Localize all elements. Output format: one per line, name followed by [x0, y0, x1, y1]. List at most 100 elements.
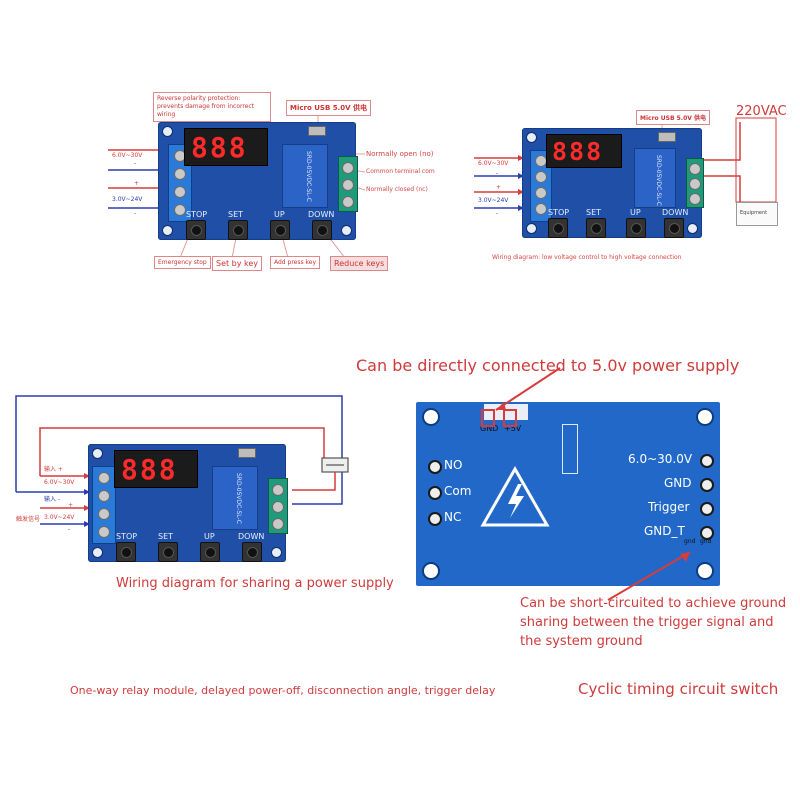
label-voltage-power-2: 6.0V~30V — [478, 160, 509, 167]
label-voltage-trigger-3: 3.0V~24V — [44, 514, 75, 521]
output-terminal-block-2 — [686, 158, 704, 208]
label-voltage-trigger-2: 3.0V~24V — [478, 197, 509, 204]
up-button-3[interactable] — [200, 542, 220, 562]
label-stop: STOP — [186, 210, 208, 219]
label-voltage-range: 6.0~30.0V — [628, 452, 693, 466]
label-no: NO — [444, 458, 463, 472]
note-ground-sharing: Can be short-circuited to achieve ground… — [520, 596, 787, 649]
callout-emergency-stop: Emergency stop — [154, 256, 211, 269]
relay-board-bottom-left: 888 SRD-05VDC-SL-C STOP SET UP DOWN — [88, 444, 288, 562]
led-display: 888 — [184, 128, 268, 166]
label-set-2: SET — [586, 208, 602, 217]
pad-area — [484, 404, 528, 420]
down-button[interactable] — [312, 220, 332, 240]
label-down-3: DOWN — [238, 532, 265, 541]
label-minus-1: - — [134, 160, 137, 167]
label-up-2: UP — [630, 208, 641, 217]
label-trigger: Trigger — [648, 500, 690, 514]
relay-component: SRD-05VDC-SL-C — [282, 144, 328, 208]
pin-gnd-t — [700, 526, 714, 540]
pad-gnd-small-1: gnd — [684, 538, 696, 545]
panel-bottom-right-board: Can be directly connected to 5.0v power … — [356, 340, 800, 660]
high-voltage-warning-icon — [480, 466, 550, 527]
label-220vac: 220VAC — [736, 104, 787, 119]
output-terminal-block — [338, 156, 358, 212]
label-stop-3: STOP — [116, 532, 138, 541]
callout-reverse-polarity: Reverse polarity protection: prevents da… — [153, 92, 271, 122]
label-common-terminal: Common terminal com — [366, 168, 435, 175]
equipment-box: Equipment — [736, 202, 778, 226]
label-input-minus: 输入 - — [44, 496, 61, 503]
relay-board-top-right: 888 SRD-05VDC-SL-C STOP SET UP DOWN — [522, 128, 704, 238]
stop-button[interactable] — [186, 220, 206, 240]
headline-direct-5v: Can be directly connected to 5.0v power … — [356, 356, 740, 375]
pin-nc — [428, 512, 442, 526]
label-voltage-power-3: 6.0V~30V — [44, 479, 75, 486]
pin-com — [428, 486, 442, 500]
label-stop-2: STOP — [548, 208, 570, 217]
led-display-2: 888 — [546, 134, 622, 168]
callout-reduce-key: Reduce keys — [330, 256, 389, 271]
set-button[interactable] — [228, 220, 248, 240]
callout-add-key: Add press key — [270, 256, 321, 269]
input-terminal-block-2 — [530, 150, 552, 222]
label-minus-4: - — [496, 210, 499, 217]
label-up: UP — [274, 210, 285, 219]
label-nc: NC — [444, 510, 462, 524]
stop-button-2[interactable] — [548, 218, 568, 238]
pad-gnd-label: GND — [480, 424, 499, 433]
callout-micro-usb-2: Micro USB 5.0V 供电 — [636, 110, 710, 125]
pad-gnd-small-2: gnd — [700, 538, 712, 545]
micro-usb-port-3 — [238, 448, 256, 458]
label-plus-3: + — [496, 184, 502, 191]
pin-no — [428, 460, 442, 474]
label-set: SET — [228, 210, 244, 219]
label-down: DOWN — [308, 210, 335, 219]
display-digits-2: 888 — [552, 137, 604, 166]
label-minus-2: - — [134, 210, 137, 217]
callout-micro-usb: Micro USB 5.0V 供电 — [286, 100, 371, 116]
board-back-side: GND +5V NO Com NC 6.0~30.0V GND Trigger … — [416, 402, 720, 586]
label-plus-2: + — [134, 180, 140, 187]
label-equipment: Equipment — [740, 210, 768, 216]
label-gnd: GND — [664, 476, 692, 490]
down-button-3[interactable] — [242, 542, 262, 562]
label-com: Com — [444, 484, 472, 498]
caption-shared-power: Wiring diagram for sharing a power suppl… — [116, 576, 394, 591]
label-down-2: DOWN — [662, 208, 689, 217]
label-plus-4: + — [68, 502, 74, 509]
pad-5v-label: +5V — [504, 424, 522, 433]
label-voltage-power: 6.0V~30V — [112, 152, 143, 159]
micro-usb-port-2 — [658, 132, 676, 142]
label-normally-closed: Normally closed (nc) — [366, 186, 428, 193]
down-button-2[interactable] — [664, 218, 684, 238]
pin-gnd — [700, 478, 714, 492]
output-terminal-block-3 — [268, 478, 288, 534]
header-pins — [562, 424, 578, 474]
relay-component-3: SRD-05VDC-SL-C — [212, 466, 258, 530]
led-display-3: 888 — [114, 450, 198, 488]
pin-trigger — [700, 502, 714, 516]
label-voltage-trigger: 3.0V~24V — [112, 196, 143, 203]
display-digits: 888 — [191, 131, 248, 164]
stop-button-3[interactable] — [116, 542, 136, 562]
label-up-3: UP — [204, 532, 215, 541]
input-terminal-block-3 — [92, 466, 116, 544]
callout-set-key: Set by key — [212, 256, 263, 271]
label-gnd-t: GND_T — [644, 524, 685, 538]
set-button-2[interactable] — [586, 218, 606, 238]
relay-component-2: SRD-05VDC-SL-C — [634, 148, 676, 208]
panel-top-right-diagram: Micro USB 5.0V 供电 220VAC Equipment 6.0V~… — [440, 0, 800, 300]
caption-low-to-high: Wiring diagram: low voltage control to h… — [492, 254, 682, 261]
micro-usb-port — [308, 126, 326, 136]
label-set-3: SET — [158, 532, 174, 541]
label-minus-3: - — [496, 170, 499, 177]
label-minus-5: - — [68, 526, 71, 533]
input-terminal-block — [168, 144, 192, 222]
footer-right-title: Cyclic timing circuit switch — [578, 680, 779, 698]
display-digits-3: 888 — [121, 453, 178, 486]
panel-top-left-diagram: Reverse polarity protection: prevents da… — [0, 0, 440, 300]
set-button-3[interactable] — [158, 542, 178, 562]
up-button-2[interactable] — [626, 218, 646, 238]
up-button[interactable] — [270, 220, 290, 240]
